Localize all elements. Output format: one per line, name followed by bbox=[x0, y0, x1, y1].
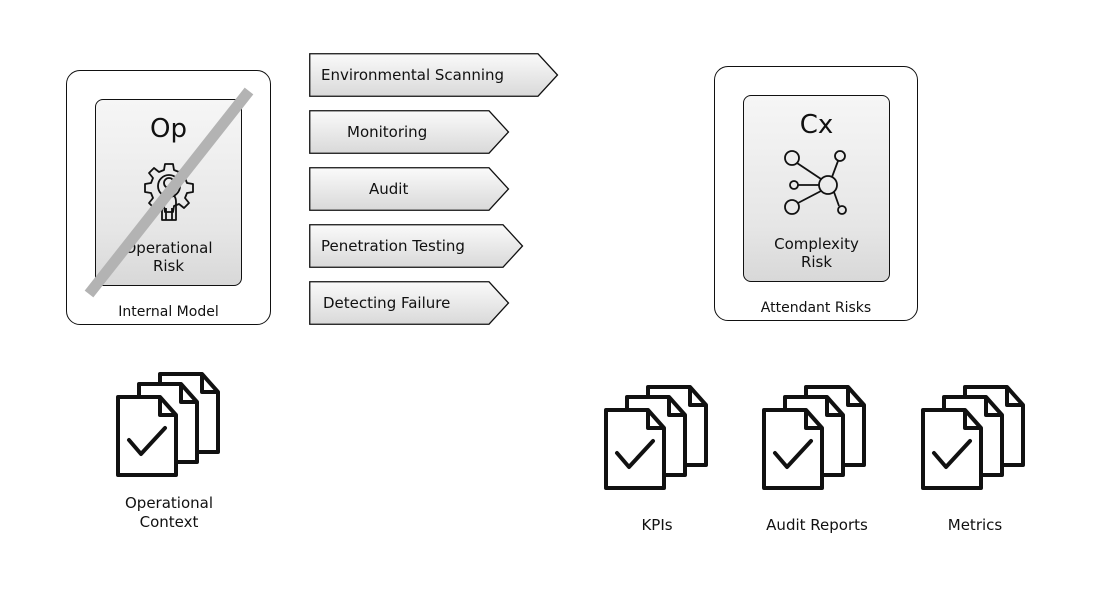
document-stack-check-icon bbox=[921, 385, 1025, 490]
doc-label-line2: Context bbox=[139, 513, 199, 531]
document-stack-check-icon bbox=[604, 385, 708, 490]
attendant-risks-caption: Attendant Risks bbox=[760, 300, 872, 316]
action-label: Audit bbox=[369, 180, 409, 198]
action-arrow-detecting-failure: Detecting Failure bbox=[309, 281, 510, 325]
operational-risk-name-line2: Risk bbox=[152, 257, 185, 275]
operational-context-label: Operational Context bbox=[99, 494, 239, 532]
complexity-risk-card: Cx Complexity Risk bbox=[743, 95, 890, 282]
doc-label-line1: Metrics bbox=[947, 516, 1003, 534]
action-label: Monitoring bbox=[347, 123, 428, 141]
action-label: Detecting Failure bbox=[323, 294, 451, 312]
action-label: Environmental Scanning bbox=[321, 66, 505, 84]
complexity-risk-name-line2: Risk bbox=[800, 253, 833, 271]
metrics-label: Metrics bbox=[915, 516, 1035, 535]
doc-label-line1: Audit Reports bbox=[766, 516, 868, 534]
complexity-risk-abbreviation: Cx bbox=[799, 110, 834, 140]
complexity-risk-name-line1: Complexity bbox=[774, 235, 859, 253]
document-stack-check-icon bbox=[762, 385, 866, 490]
audit-reports-label: Audit Reports bbox=[745, 516, 889, 535]
doc-label-line1: Operational bbox=[124, 494, 213, 512]
internal-model-caption: Internal Model bbox=[118, 304, 219, 320]
action-arrow-audit: Audit bbox=[309, 167, 510, 211]
strikethrough-line bbox=[84, 87, 254, 298]
document-stack-check-icon bbox=[116, 372, 220, 477]
action-arrow-monitoring: Monitoring bbox=[309, 110, 510, 154]
operational-risk-name-line1: Operational bbox=[124, 239, 213, 257]
attendant-risks-card: Cx Complexity Risk Attendant Risks bbox=[714, 66, 918, 321]
action-label: Penetration Testing bbox=[321, 237, 465, 255]
kpis-label: KPIs bbox=[597, 516, 717, 535]
action-arrow-penetration-testing: Penetration Testing bbox=[309, 224, 524, 268]
action-arrow-environmental-scanning: Environmental Scanning bbox=[309, 53, 559, 97]
operational-risk-abbreviation: Op bbox=[150, 114, 187, 144]
internal-model-card: Op Operational Risk Internal Model bbox=[66, 70, 271, 325]
doc-label-line1: KPIs bbox=[641, 516, 673, 534]
network-icon bbox=[784, 150, 847, 215]
